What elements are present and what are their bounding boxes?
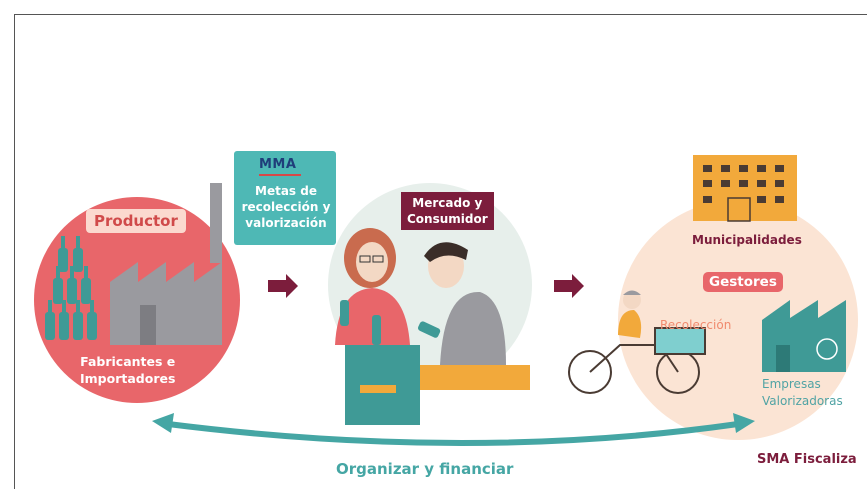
cargo-bike-icon <box>568 327 706 394</box>
frame-border-left <box>14 14 15 489</box>
organizar-financiar-label: Organizar y financiar <box>336 460 514 478</box>
mma-logo-underline <box>259 174 301 176</box>
municipalidades-label: Municipalidades <box>692 233 802 247</box>
metas-label: Metas de recolección y valorización <box>238 183 334 231</box>
gestores-label: Gestores <box>703 272 783 292</box>
mercado-line1: Mercado y <box>412 196 483 210</box>
cyclist-figure-icon <box>618 290 642 338</box>
mma-goals-box <box>234 151 336 245</box>
empresas-valorizadoras-label: Empresas Valorizadoras <box>762 376 843 410</box>
frame-border-top <box>14 14 867 15</box>
metas-line1: Metas de <box>255 184 317 198</box>
return-arrow-arc <box>165 421 741 446</box>
fabricantes-label: Fabricantes e Importadores <box>80 353 175 387</box>
mercado-line2: Consumidor <box>407 212 488 226</box>
factory-icon <box>110 183 222 345</box>
productor-label: Productor <box>86 209 186 233</box>
green-bottles-icon <box>340 300 441 345</box>
mma-logo: MMA <box>259 157 297 172</box>
valorizadora-factory-icon <box>762 300 846 372</box>
man-figure-icon <box>424 242 506 365</box>
sma-fiscaliza-label: SMA Fiscaliza <box>757 452 857 467</box>
empresas-line2: Valorizadoras <box>762 394 843 408</box>
return-arrowhead-left-icon <box>152 413 174 433</box>
bottles-icon <box>45 236 97 340</box>
mercado-consumidor-label: Mercado y Consumidor <box>401 192 494 230</box>
municipality-building-icon <box>693 155 797 222</box>
metas-line3: valorización <box>245 216 327 230</box>
fabricantes-line2: Importadores <box>80 371 176 386</box>
arrow-right-icon <box>268 274 298 298</box>
fabricantes-line1: Fabricantes e <box>80 354 176 369</box>
recycling-box-icon <box>345 345 420 425</box>
gestores-circle <box>618 200 858 440</box>
metas-line2: recolección y <box>241 200 331 214</box>
return-arrowhead-right-icon <box>733 413 755 433</box>
consumer-floor <box>400 365 530 390</box>
arrow-right-icon <box>554 274 584 298</box>
recoleccion-label: Recolección <box>660 318 732 332</box>
empresas-line1: Empresas <box>762 377 821 391</box>
